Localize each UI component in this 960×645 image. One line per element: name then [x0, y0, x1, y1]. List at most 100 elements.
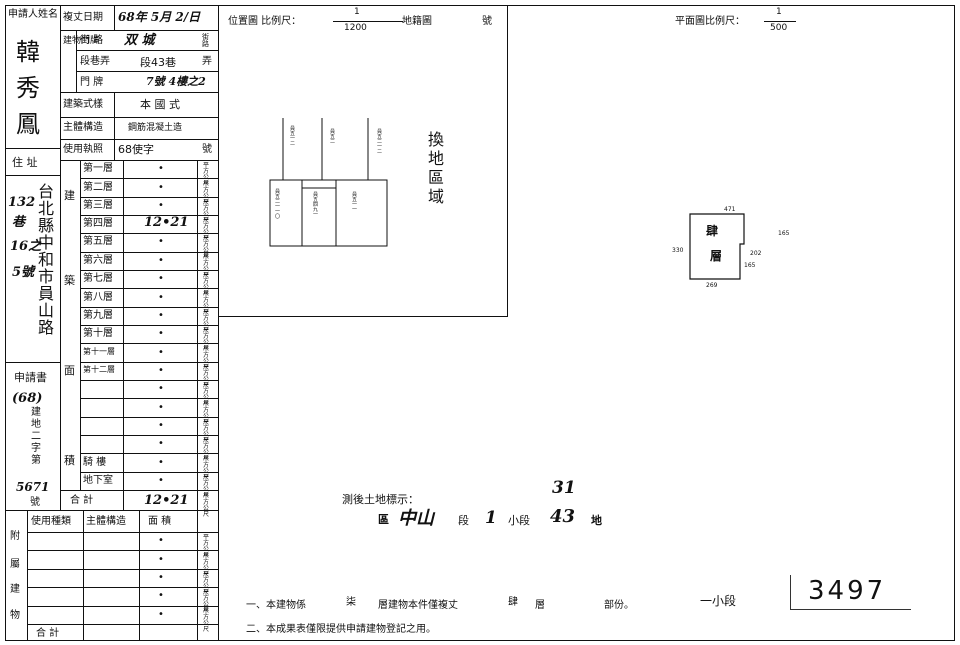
survey-section-suffix: 段 [458, 514, 469, 527]
address-line-1: 132 [8, 195, 36, 210]
survey-district: 區 [378, 513, 389, 526]
floor-area-value: 12•21 [144, 215, 189, 230]
dim-right-bottom: 165 [744, 262, 756, 269]
note-line1-e: 層 [535, 600, 545, 611]
structure-value: 鋼筋混凝土造 [128, 123, 183, 133]
address-char-9: 路 [38, 318, 55, 337]
address-line-3: 16之 [10, 239, 42, 254]
annex-area-unit: 平方公尺 [202, 553, 209, 578]
floor-row-divider [80, 380, 218, 381]
floor-row-divider [80, 197, 218, 198]
style-label: 建築式樣 [63, 99, 103, 110]
annex-row-divider [27, 569, 218, 570]
note-line2: 二、本成果表僅限提供申請建物登記之用。 [246, 624, 436, 635]
floor-area-unit: 平方公尺 [202, 235, 209, 260]
floor-row-divider [80, 252, 218, 253]
survey-lot-suffix: 地 [591, 514, 602, 527]
floor-area-unit: 平方公尺 [202, 309, 209, 334]
stamp-number: 3497 [808, 576, 887, 606]
floor-area-unit: 平方公尺 [202, 456, 209, 481]
area-group-char-1: 建 [64, 189, 75, 202]
address-char-6: 市 [38, 267, 55, 286]
address-char-3: 縣 [38, 216, 55, 235]
floor-area-value: • [158, 200, 164, 211]
floor-area-value: • [158, 402, 164, 413]
address-label: 住 址 [12, 156, 38, 169]
annex-header-area: 面 積 [148, 516, 172, 527]
zone-char-1: 換 [428, 130, 445, 149]
location-scale-den: 1200 [344, 23, 367, 33]
floor-plan-scale-num: 1 [776, 7, 782, 17]
floor-area-unit: 平方公尺 [202, 364, 209, 389]
address-char-2: 北 [38, 199, 55, 218]
area-group-char-4: 積 [64, 454, 75, 467]
floor-label: 第三層 [83, 200, 113, 211]
annex-char-3: 建 [10, 584, 20, 595]
applicant-name-1: 韓 [16, 38, 40, 66]
license-value: 68使字 [118, 143, 154, 156]
parcel-lot-5 [321, 118, 369, 181]
address-line-2: 巷 [12, 215, 26, 230]
area-group-char-2: 築 [64, 274, 75, 287]
floor-label: 第五層 [83, 236, 113, 247]
floor-area-unit: 平方公尺 [202, 419, 209, 444]
floor-row-divider [80, 270, 218, 271]
floor-label: 第七層 [83, 273, 113, 284]
floor-area-value: • [158, 475, 164, 486]
stamp-label: 一小段 [700, 594, 737, 608]
floor-label: 地下室 [83, 475, 113, 486]
door-label: 門 牌 [80, 77, 104, 88]
annex-area-value: • [158, 535, 164, 546]
floor-area-value: • [158, 457, 164, 468]
floor-area-unit: 平方公尺 [202, 474, 209, 499]
applicant-name-3: 鳳 [16, 110, 40, 138]
floor-area-value: • [158, 383, 164, 394]
floor-area-value: • [158, 255, 164, 266]
floor-label: 第十二層 [83, 365, 115, 374]
license-suffix: 號 [202, 144, 212, 155]
application-word-1: 建 [31, 407, 41, 418]
floor-label: 第一層 [83, 163, 113, 174]
floor-row-divider [80, 417, 218, 418]
dim-right-top: 165 [778, 230, 790, 237]
floor-area-unit: 平方公尺 [202, 217, 209, 242]
style-value: 本 國 式 [140, 98, 180, 111]
parcel-lot-2 [301, 187, 337, 247]
survey-subsection-label: 小段 [508, 514, 530, 527]
floor-area-unit: 平方公尺 [202, 291, 209, 316]
location-scale-num: 1 [354, 7, 360, 17]
floor-row-divider [80, 178, 218, 179]
annex-row-divider [27, 550, 218, 551]
zone-char-4: 域 [428, 187, 445, 206]
street-suffix: 街路 [202, 33, 209, 48]
zone-char-2: 地 [428, 149, 445, 168]
floor-row-divider [80, 453, 218, 454]
annex-total-label: 合 計 [36, 628, 60, 639]
lane-suffix: 弄 [202, 56, 212, 67]
dim-step: 202 [750, 250, 762, 257]
floor-area-value: • [158, 273, 164, 284]
door-value: 7號 4樓之2 [146, 75, 206, 88]
address-char-7: 員 [38, 284, 55, 303]
parcel-lot-6 [367, 118, 387, 181]
application-number: 5671 [16, 480, 50, 494]
address-char-5: 和 [38, 250, 55, 269]
annex-char-2: 屬 [10, 559, 20, 570]
floor-area-unit: 平方公尺 [202, 254, 209, 279]
floor-plan-shape [689, 213, 745, 280]
application-word-4: 字 [31, 443, 41, 454]
floor-row-divider [80, 343, 218, 344]
structure-label: 主體構造 [63, 122, 103, 133]
annex-row-divider [27, 587, 218, 588]
floor-area-unit: 平方公尺 [202, 382, 209, 407]
floor-plan-title: 平面圖比例尺： [675, 16, 745, 27]
applicant-label: 申請人姓名 [8, 9, 58, 20]
area-group-char-3: 面 [64, 364, 75, 377]
lane-value: 段43巷 [140, 56, 176, 69]
floor-label: 第十一層 [83, 347, 115, 356]
floor-label: 騎 樓 [83, 457, 107, 468]
annex-row-divider [27, 606, 218, 607]
floor-row-divider [80, 215, 218, 216]
floor-label: 第八層 [83, 292, 113, 303]
